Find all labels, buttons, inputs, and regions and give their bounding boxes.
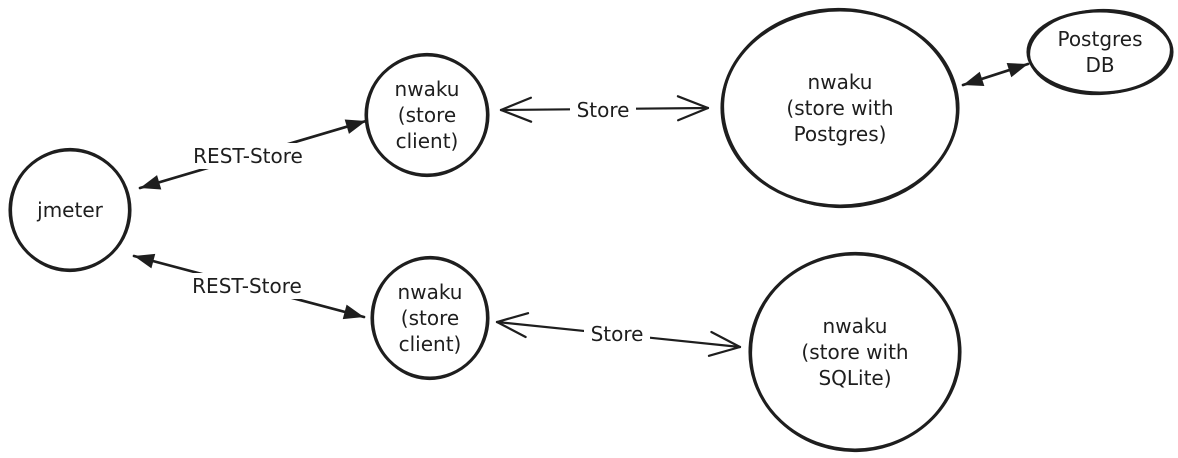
node-label-postgres-db-line0: Postgres <box>1057 27 1142 51</box>
edge-label-bg <box>584 321 650 347</box>
node-label-nwaku-store-client-top-line2: client) <box>396 129 459 153</box>
node-label-nwaku-store-postgres-line2: Postgres) <box>794 122 887 146</box>
node-label-nwaku-store-client-bottom-line2: client) <box>399 332 462 356</box>
node-shape <box>1026 9 1174 95</box>
node-label-nwaku-store-postgres-line1: (store with <box>786 96 893 120</box>
edge-label-bg <box>570 97 636 123</box>
node-label-nwaku-store-client-top-line0: nwaku <box>395 77 460 101</box>
node-shape-sketch <box>1027 8 1173 96</box>
node-shape <box>364 53 490 177</box>
edge-label-bg <box>186 143 310 169</box>
node-jmeter: jmeter <box>8 147 132 273</box>
node-label-nwaku-store-client-top-line1: (store <box>398 103 456 127</box>
node-shape <box>8 148 132 272</box>
node-label-postgres-db-line1: DB <box>1085 53 1114 77</box>
edge-store-bottom: Store <box>495 312 742 357</box>
edge-label-rest-store-top: REST-Store <box>193 144 303 168</box>
edge-label-store-bottom: Store <box>591 322 644 346</box>
edge-label-rest-store-bottom: REST-Store <box>192 274 302 298</box>
edge-rest-store-top: REST-Store <box>138 119 368 190</box>
edge-store-top: Store <box>499 95 710 123</box>
edge-rest-store-bottom: REST-Store <box>132 253 366 320</box>
node-label-nwaku-store-sqlite-line2: SQLite) <box>818 366 891 390</box>
node-label-nwaku-store-client-bottom-line1: (store <box>401 306 459 330</box>
node-shape <box>370 256 490 380</box>
edge-label-bg <box>185 273 309 299</box>
node-label-nwaku-store-sqlite-line0: nwaku <box>823 314 888 338</box>
node-label-nwaku-store-client-bottom-line0: nwaku <box>398 280 463 304</box>
edge-postgres-db-link <box>961 62 1030 87</box>
node-shape <box>720 8 960 208</box>
node-shape <box>748 252 962 452</box>
edge-label-store-top: Store <box>577 98 630 122</box>
node-label-nwaku-store-postgres-line0: nwaku <box>808 70 873 94</box>
node-label-jmeter-line0: jmeter <box>36 198 103 222</box>
node-label-nwaku-store-sqlite-line1: (store with <box>801 340 908 364</box>
